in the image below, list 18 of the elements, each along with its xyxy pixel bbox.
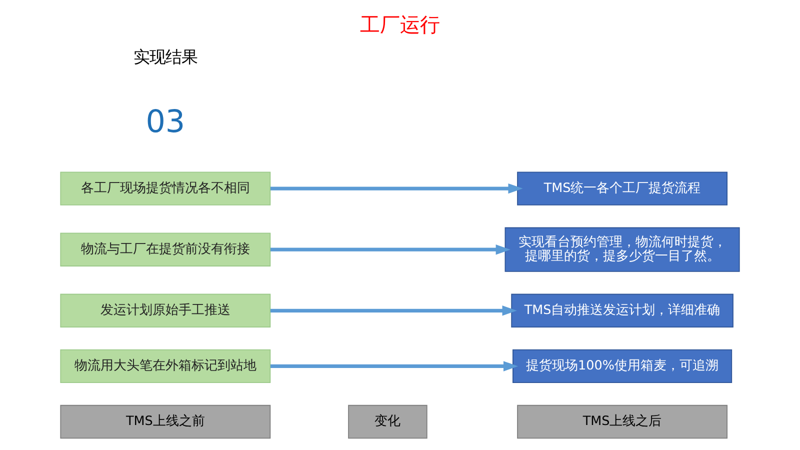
node-box: 提货现场100%使用箱麦，可追溯	[512, 349, 732, 384]
label: 实现结果	[133, 47, 198, 66]
arrow	[270, 361, 518, 372]
node-box: 实现看台预约管理，物流何时提货，提哪里的货，提多少货一目了然。	[504, 227, 740, 272]
arrow	[270, 244, 510, 255]
node-box: TMS自动推送发运计划，详细准确	[511, 294, 734, 328]
node-box: TMS上线之前	[60, 404, 271, 439]
node-box: 变化	[348, 404, 428, 439]
arrow	[270, 183, 523, 194]
node-box: 物流与工厂在提货前没有衔接	[60, 232, 271, 266]
node-box: 各工厂现场提货情况各不相同	[60, 172, 271, 206]
node-box: TMS统一各个工厂提货流程	[517, 172, 728, 206]
label: 03	[146, 104, 186, 140]
node-box: TMS上线之后	[517, 404, 728, 439]
node-box: 发运计划原始手工推送	[60, 294, 271, 328]
arrow	[270, 306, 517, 316]
node-box: 物流用大头笔在外箱标记到站地	[60, 349, 271, 384]
diagram-title: 工厂运行	[360, 12, 440, 36]
